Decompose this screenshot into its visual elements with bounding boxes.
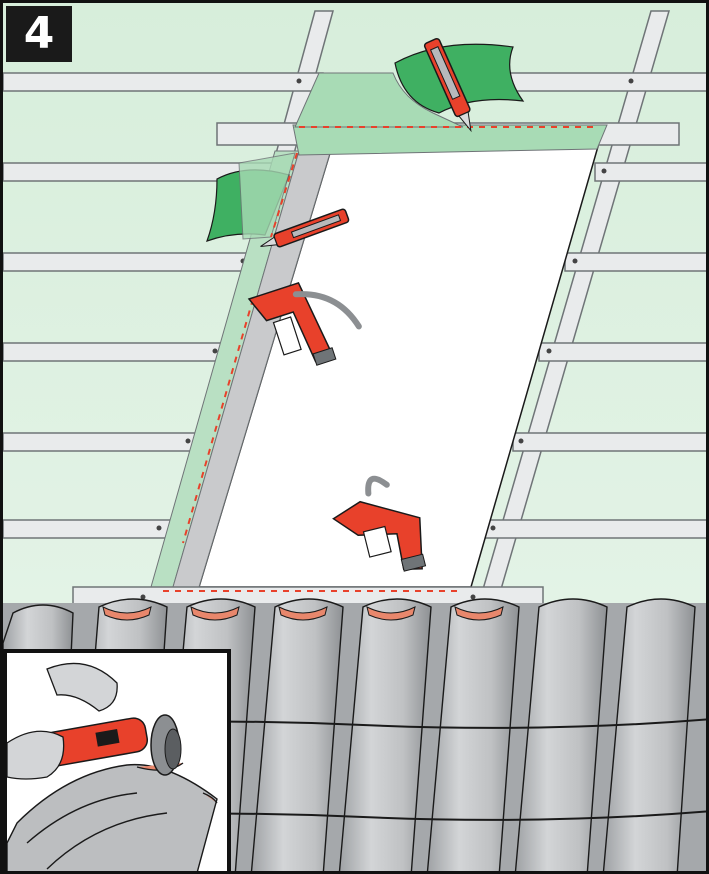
batten bbox=[484, 519, 706, 539]
batten bbox=[594, 162, 706, 182]
inset-scene bbox=[7, 653, 227, 871]
membrane-top-fold bbox=[294, 72, 464, 128]
staple-gun-icon bbox=[332, 475, 427, 572]
inset-tile-cutting bbox=[3, 649, 231, 871]
step-number-badge: 4 bbox=[6, 6, 72, 62]
gloved-hand-icon bbox=[7, 662, 118, 780]
batten bbox=[538, 342, 706, 362]
angle-grinder-icon bbox=[41, 714, 182, 776]
batten bbox=[3, 432, 203, 452]
battens-right bbox=[472, 72, 706, 539]
utility-knife-icon bbox=[423, 37, 472, 133]
batten bbox=[3, 519, 176, 539]
batten bbox=[3, 72, 324, 92]
batten bbox=[3, 252, 256, 272]
membrane-top-flap bbox=[292, 124, 608, 156]
batten bbox=[512, 432, 706, 452]
utility-knife-icon bbox=[260, 208, 350, 248]
staple-gun-icon bbox=[247, 282, 362, 366]
cut-lines bbox=[163, 126, 599, 592]
batten bbox=[564, 252, 706, 272]
batten bbox=[3, 342, 230, 362]
membrane-cut-piece-top bbox=[394, 43, 525, 114]
